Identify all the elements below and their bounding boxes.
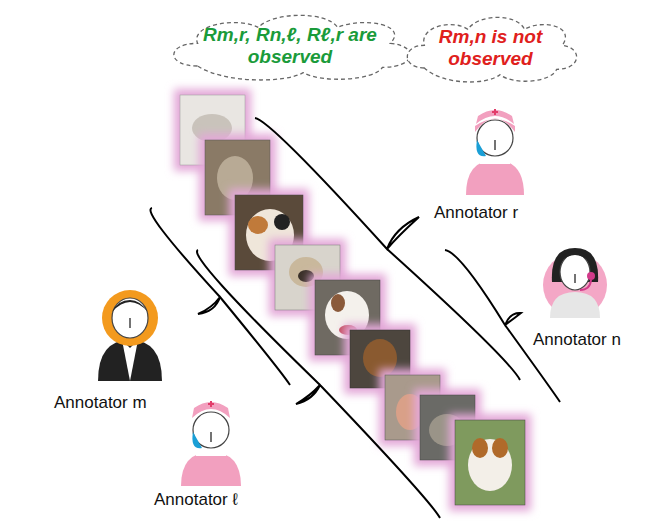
brace — [150, 208, 290, 385]
cloud-text: Rm,n is not observed — [428, 26, 553, 70]
cloud-outline — [407, 17, 576, 82]
brace — [255, 118, 520, 380]
cloud-outline — [174, 15, 410, 80]
annotator-label: Annotator r — [432, 203, 520, 223]
annotator-label: Annotator ℓ — [152, 490, 240, 510]
annotator-icon — [466, 109, 524, 195]
annotator-label: Annotator m — [52, 393, 149, 413]
annotator-icon — [181, 401, 241, 486]
brace — [445, 250, 560, 402]
annotator-label: Annotator n — [531, 330, 623, 350]
brace — [150, 118, 560, 518]
annotator-icon — [98, 290, 162, 381]
cloud-text: Rm,r, Rn,ℓ, Rℓ,r are observed — [190, 24, 390, 68]
photo-stack — [174, 89, 531, 511]
annotator-icon — [543, 248, 607, 318]
thought-cloud: Rm,n is not observed — [396, 8, 585, 88]
thought-cloud: Rm,r, Rn,ℓ, Rℓ,r are observed — [158, 6, 422, 86]
